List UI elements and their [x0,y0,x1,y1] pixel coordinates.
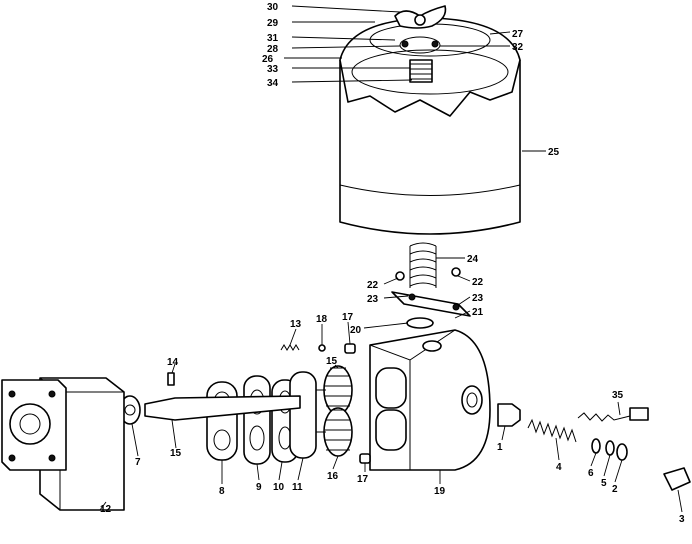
relief-valve-parts [497,403,691,491]
label-5: 5 [601,478,607,489]
label-17-top: 17 [342,312,354,323]
label-29: 29 [267,18,279,29]
label-11: 11 [292,482,303,493]
label-12: 12 [100,504,112,515]
label-10: 10 [273,482,285,493]
pump-gears [310,365,353,457]
label-25: 25 [548,147,560,158]
label-4: 4 [556,462,562,473]
label-9: 9 [256,482,262,493]
label-22-right: 22 [472,277,484,288]
label-20: 20 [350,325,362,336]
label-13: 13 [290,319,302,330]
label-32: 32 [512,42,524,53]
label-31: 31 [267,33,279,44]
spring-and-plate [391,242,471,329]
label-6: 6 [588,468,594,479]
label-16: 16 [327,471,339,482]
small-parts [280,343,371,464]
leader-lines [99,5,683,513]
callout-labels: 30 29 27 31 28 32 26 33 34 25 24 22 22 2… [100,2,685,525]
end-cover [1,377,125,511]
label-2: 2 [612,484,618,495]
label-22-left: 22 [367,280,379,291]
drive-shaft [119,372,301,425]
wear-plates [206,371,317,465]
label-18: 18 [316,314,328,325]
label-17-bottom: 17 [357,474,369,485]
label-14: 14 [167,357,179,368]
label-3: 3 [679,514,685,525]
label-21: 21 [472,307,484,318]
label-35: 35 [612,390,624,401]
reservoir-can [339,5,521,235]
pump-body [369,329,491,471]
label-34: 34 [267,78,279,89]
label-15-gear: 15 [326,356,338,367]
label-19: 19 [434,486,446,497]
label-7: 7 [135,457,141,468]
label-8: 8 [219,486,225,497]
label-1: 1 [497,442,503,453]
label-27: 27 [512,29,524,40]
label-26: 26 [262,54,274,65]
label-28: 28 [267,44,279,55]
label-24: 24 [467,254,479,265]
label-33: 33 [267,64,279,75]
label-15-shaft: 15 [170,448,182,459]
label-23-left: 23 [367,294,379,305]
label-30: 30 [267,2,279,13]
label-23-right: 23 [472,293,484,304]
